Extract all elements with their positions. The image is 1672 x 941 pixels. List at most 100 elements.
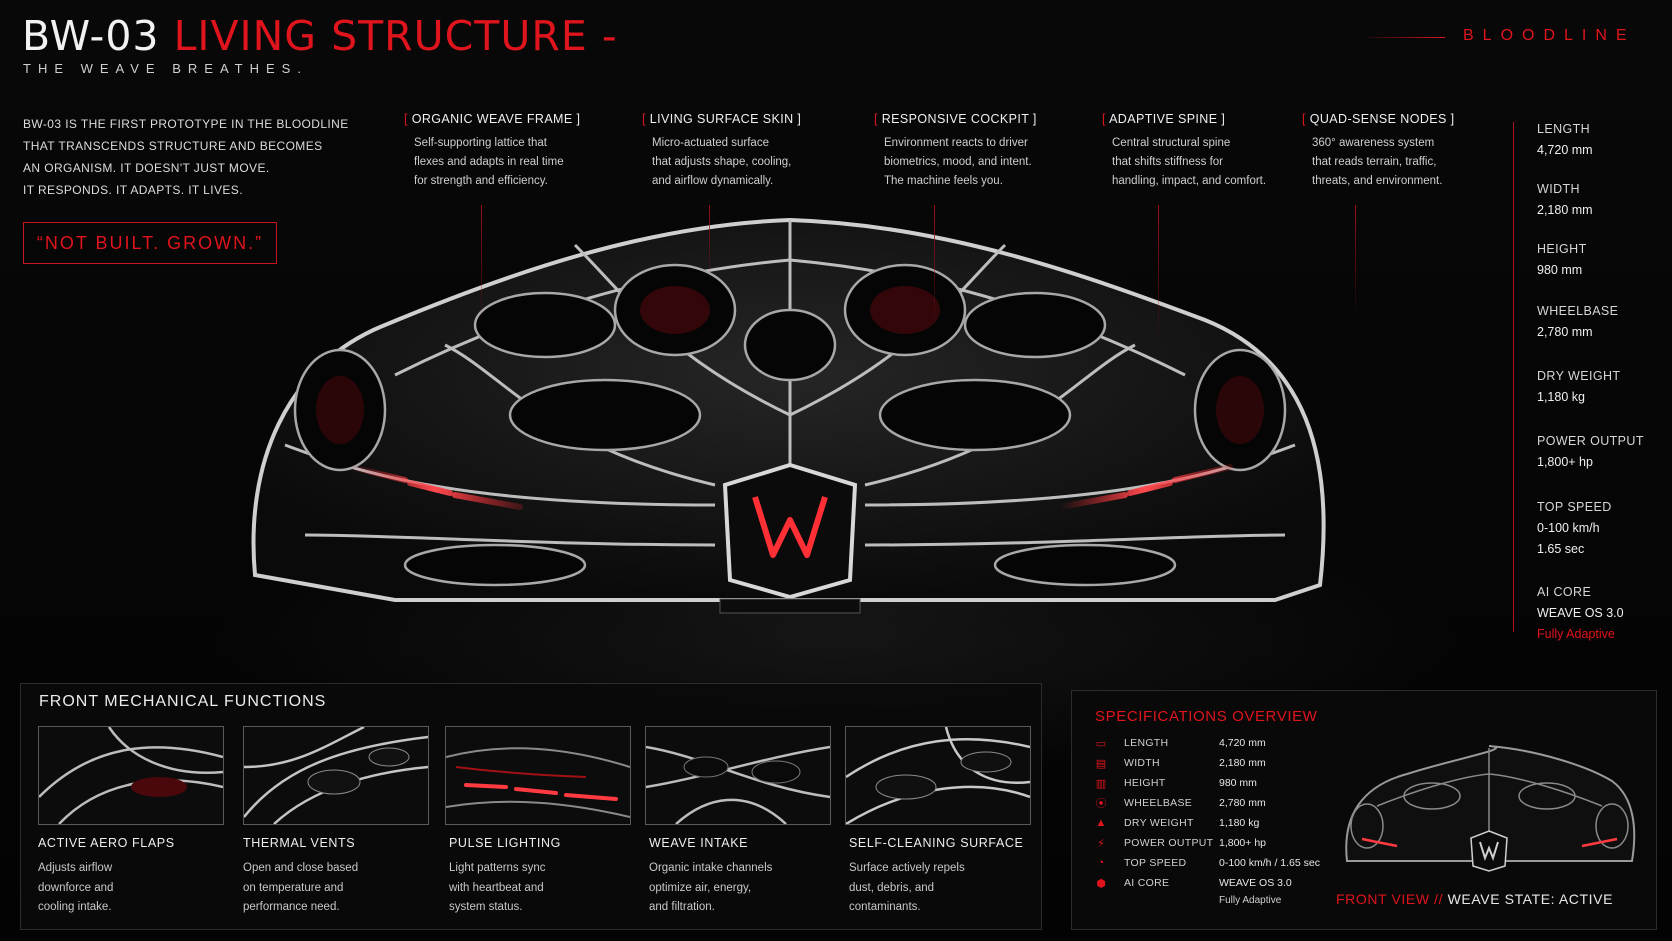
spec-note: Fully Adaptive xyxy=(1537,627,1615,641)
feature-line: handling, impact, and comfort. xyxy=(1112,175,1267,187)
overview-label: AI CORE xyxy=(1124,877,1170,889)
function-description: Organic intake channels optimize air, en… xyxy=(649,859,772,918)
feature-title: LIVING SURFACE SKIN xyxy=(649,112,794,126)
spec-value: 980 mm xyxy=(1537,263,1583,277)
feature-line: Central structural spine xyxy=(1112,137,1231,149)
overview-row-width: ▤ WIDTH 2,180 mm xyxy=(1094,754,1266,772)
function-line: and filtration. xyxy=(649,901,715,913)
wheelbase-icon: ⦿ xyxy=(1095,798,1107,810)
front-functions-panel: FRONT MECHANICAL FUNCTIONS ACTIVE AERO F… xyxy=(20,683,1042,930)
feature-description: Micro-actuated surface that adjusts shap… xyxy=(652,134,801,191)
function-description: Surface actively repels dust, debris, an… xyxy=(849,859,965,918)
intro-line: BW-03 IS THE FIRST PROTOTYPE IN THE BLOO… xyxy=(23,117,349,131)
function-description: Light patterns sync with heartbeat and s… xyxy=(449,859,546,918)
title-name: LIVING STRUCTURE xyxy=(173,12,588,60)
spec-label: POWER OUTPUT xyxy=(1537,434,1644,448)
overview-value: 2,180 mm xyxy=(1219,757,1266,769)
function-description: Adjusts airflow downforce and cooling in… xyxy=(38,859,113,918)
intro-line: IT RESPONDS. IT ADAPTS. IT LIVES. xyxy=(23,183,243,197)
overview-value: Fully Adaptive xyxy=(1219,894,1282,906)
length-icon: ▭ xyxy=(1095,737,1107,750)
feature-title: QUAD-SENSE NODES xyxy=(1309,112,1447,126)
feature-quad-sense-nodes: [ QUAD-SENSE NODES ] 360° awareness syst… xyxy=(1302,112,1454,191)
function-line: performance need. xyxy=(243,901,340,913)
feature-description: Central structural spine that shifts sti… xyxy=(1112,134,1266,191)
function-line: Organic intake channels xyxy=(649,862,773,874)
overview-row-power-output: ⚡ POWER OUTPUT 1,800+ hp xyxy=(1094,834,1266,852)
brand-name: BLOODLINE xyxy=(1463,27,1636,44)
weave-state-text: WEAVE STATE: ACTIVE xyxy=(1447,891,1614,907)
function-line: Adjusts airflow xyxy=(38,862,113,874)
speed-icon: ◔ xyxy=(1097,857,1105,869)
spec-value: 1.65 sec xyxy=(1537,542,1585,556)
view-label-prefix: FRONT VIEW // xyxy=(1336,891,1444,907)
car-front-illustration xyxy=(251,217,1326,614)
spec-value: 2,780 mm xyxy=(1537,325,1593,339)
overview-row-top-speed: ◔ TOP SPEED 0-100 km/h / 1.65 sec xyxy=(1094,854,1320,872)
thumbnail-thermal-vents xyxy=(243,726,429,825)
feature-title: ORGANIC WEAVE FRAME xyxy=(411,112,573,126)
function-name: THERMAL VENTS xyxy=(243,836,356,850)
spec-label: AI CORE xyxy=(1537,585,1592,599)
page-subtitle: THE WEAVE BREATHES. xyxy=(23,61,308,76)
overview-row-ai-core: ⬢ AI CORE WEAVE OS 3.0 xyxy=(1094,874,1292,892)
spec-value: 1,180 kg xyxy=(1537,390,1585,404)
function-line: dust, debris, and xyxy=(849,881,935,894)
spec-value: 1,800+ hp xyxy=(1537,455,1593,469)
spec-label: TOP SPEED xyxy=(1537,500,1612,514)
function-line: cooling intake. xyxy=(38,901,112,913)
front-view-thumbnail xyxy=(1345,745,1636,872)
feature-title: ADAPTIVE SPINE xyxy=(1109,112,1218,126)
spec-value: 2,180 mm xyxy=(1537,203,1593,217)
callout-line xyxy=(709,205,710,280)
weight-icon: ▲ xyxy=(1095,817,1107,829)
function-line: Light patterns sync xyxy=(449,862,546,874)
overview-label: TOP SPEED xyxy=(1124,857,1187,869)
spec-label: LENGTH xyxy=(1537,122,1591,136)
front-view-label: FRONT VIEW // WEAVE STATE: ACTIVE xyxy=(1336,891,1613,907)
feature-line: flexes and adapts in real time xyxy=(414,156,564,168)
feature-line: Environment reacts to driver xyxy=(884,137,1028,149)
overview-value: 1,180 kg xyxy=(1219,817,1260,829)
function-line: with heartbeat and xyxy=(449,881,544,894)
overview-value: 4,720 mm xyxy=(1219,737,1266,749)
function-line: Surface actively repels xyxy=(849,862,965,874)
spec-value: 0-100 km/h xyxy=(1537,521,1600,535)
thumbnail-self-cleaning-surface xyxy=(845,726,1031,825)
overview-row-length: ▭ LENGTH 4,720 mm xyxy=(1094,734,1266,752)
spec-power-output: POWER OUTPUT 1,800+ hp xyxy=(1537,431,1644,473)
feature-responsive-cockpit: [ RESPONSIVE COCKPIT ] Environment react… xyxy=(874,112,1037,191)
overview-value: 0-100 km/h / 1.65 sec xyxy=(1219,857,1320,869)
overview-row-wheelbase: ⦿ WHEELBASE 2,780 mm xyxy=(1094,794,1266,812)
feature-line: and airflow dynamically. xyxy=(652,175,774,187)
overview-label: WIDTH xyxy=(1124,757,1160,769)
overview-label: WHEELBASE xyxy=(1124,797,1193,809)
overview-row-dry-weight: ▲ DRY WEIGHT 1,180 kg xyxy=(1094,814,1260,832)
spec-length: LENGTH 4,720 mm xyxy=(1537,119,1593,161)
ai-core-icon: ⬢ xyxy=(1096,877,1106,890)
height-icon: ▥ xyxy=(1095,777,1107,790)
page-title: BW-03 LIVING STRUCTURE - xyxy=(22,12,618,60)
spec-label: WHEELBASE xyxy=(1537,304,1619,318)
spec-top-speed: TOP SPEED 0-100 km/h 1.65 sec xyxy=(1537,497,1612,560)
spec-dry-weight: DRY WEIGHT 1,180 kg xyxy=(1537,366,1620,408)
function-line: on temperature and xyxy=(243,881,344,894)
feature-living-surface-skin: [ LIVING SURFACE SKIN ] Micro-actuated s… xyxy=(642,112,801,191)
width-icon: ▤ xyxy=(1095,757,1107,770)
power-icon: ⚡ xyxy=(1097,837,1105,850)
function-line: downforce and xyxy=(38,881,114,894)
feature-adaptive-spine: [ ADAPTIVE SPINE ] Central structural sp… xyxy=(1102,112,1266,191)
spec-value: WEAVE OS 3.0 xyxy=(1537,606,1624,620)
feature-line: threats, and environment. xyxy=(1312,175,1443,187)
overview-label: LENGTH xyxy=(1124,737,1169,749)
brand-divider xyxy=(1360,37,1445,38)
overview-label: POWER OUTPUT xyxy=(1124,837,1214,849)
feature-line: biometrics, mood, and intent. xyxy=(884,156,1032,168)
function-name: WEAVE INTAKE xyxy=(649,836,749,850)
function-line: system status. xyxy=(449,901,523,913)
thumbnail-pulse-lighting xyxy=(445,726,631,825)
spec-overview-panel: SPECIFICATIONS OVERVIEW ▭ LENGTH 4,720 m… xyxy=(1071,690,1657,930)
callout-line xyxy=(1355,205,1356,315)
function-name: PULSE LIGHTING xyxy=(449,836,561,850)
feature-line: that adjusts shape, cooling, xyxy=(652,156,792,168)
